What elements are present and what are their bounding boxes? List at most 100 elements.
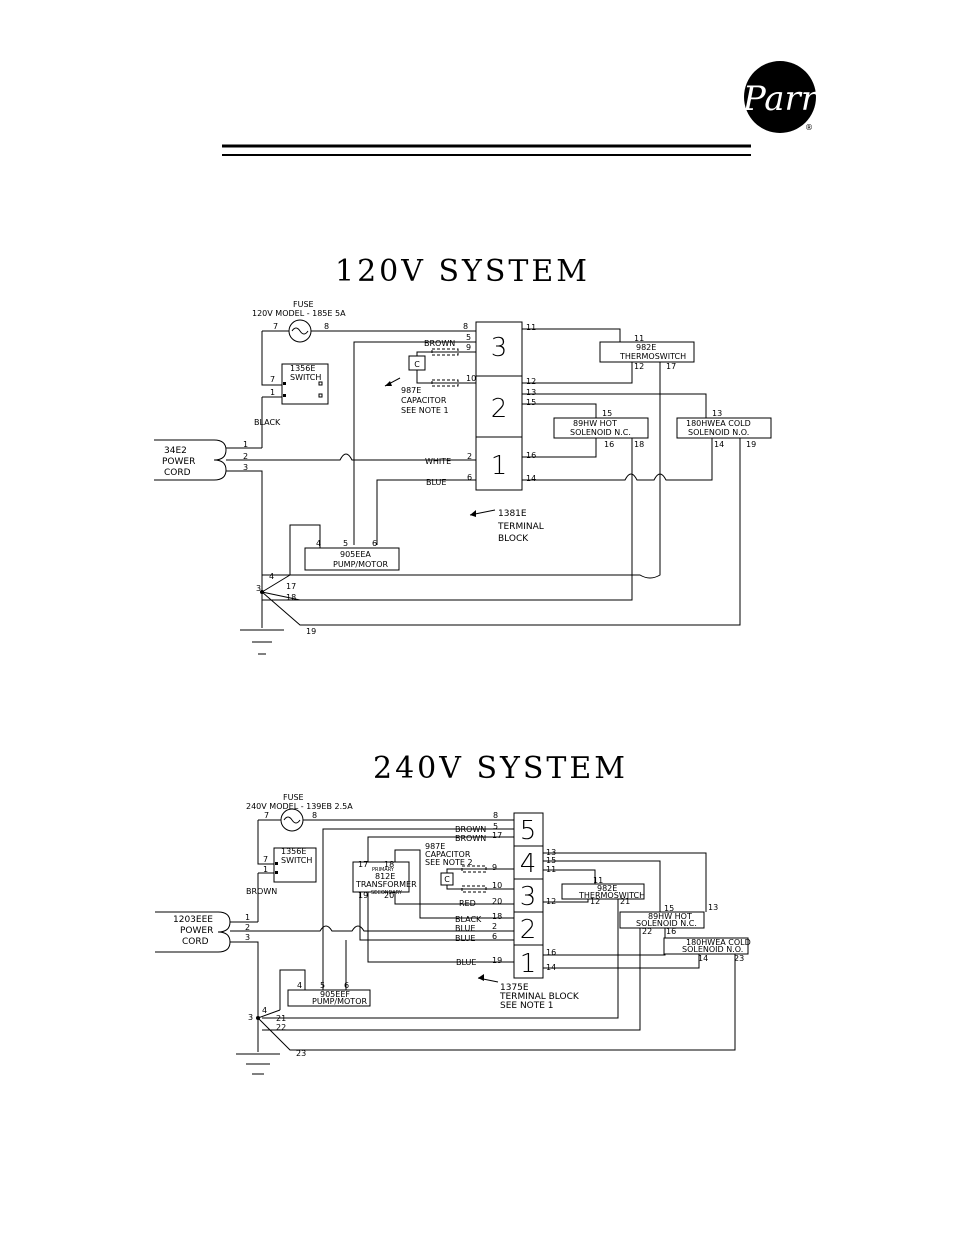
svg-text:BLUE: BLUE: [455, 924, 475, 933]
svg-text:1203EEE: 1203EEE: [173, 915, 213, 925]
svg-text:6: 6: [372, 539, 377, 548]
svg-text:4: 4: [269, 572, 274, 581]
svg-text:21: 21: [620, 897, 630, 906]
svg-text:CORD: CORD: [182, 937, 209, 947]
svg-text:16: 16: [546, 948, 556, 957]
svg-text:15: 15: [602, 409, 612, 418]
thermoswitch-120v: [599, 341, 695, 363]
pump-motor-240v: [287, 989, 371, 1007]
svg-text:15: 15: [546, 856, 556, 865]
svg-text:TERMINAL BLOCK: TERMINAL BLOCK: [499, 992, 580, 1002]
svg-text:4: 4: [316, 539, 321, 548]
svg-text:180HWEA COLD: 180HWEA COLD: [686, 419, 751, 428]
svg-text:13: 13: [712, 409, 722, 418]
svg-text:11: 11: [634, 334, 644, 343]
cold-solenoid-120v: [676, 417, 772, 439]
svg-text:5: 5: [493, 822, 498, 831]
svg-text:34E2: 34E2: [164, 446, 187, 456]
svg-text:22: 22: [642, 927, 652, 936]
svg-text:16: 16: [526, 451, 536, 460]
svg-text:POWER: POWER: [162, 457, 195, 467]
terminal-5: 5: [520, 816, 537, 846]
svg-text:SOLENOID N.C.: SOLENOID N.C.: [570, 428, 631, 437]
diagram-240v: 240V SYSTEM FUSE 240V MODEL - 139EB 2.5A…: [155, 751, 751, 1075]
svg-text:1: 1: [243, 440, 248, 449]
svg-text:BROWN: BROWN: [455, 825, 486, 834]
svg-text:THERMOSWITCH: THERMOSWITCH: [619, 352, 686, 361]
wire-white-label: WHITE: [425, 457, 451, 466]
svg-text:13: 13: [546, 848, 556, 857]
svg-text:89HW HOT: 89HW HOT: [573, 419, 617, 428]
svg-text:4: 4: [262, 1006, 267, 1015]
svg-text:SECONDARY: SECONDARY: [371, 890, 403, 896]
svg-text:15: 15: [664, 904, 674, 913]
svg-text:1: 1: [245, 913, 250, 922]
hot-solenoid-240v: [619, 911, 705, 929]
svg-text:PUMP/MOTOR: PUMP/MOTOR: [312, 997, 367, 1006]
terminal-3: 3: [491, 333, 508, 363]
svg-text:5: 5: [466, 333, 471, 342]
svg-text:19: 19: [746, 440, 756, 449]
svg-text:3: 3: [243, 463, 248, 472]
svg-text:SOLENOID N.O.: SOLENOID N.O.: [682, 945, 743, 954]
svg-text:20: 20: [492, 897, 502, 906]
parr-logo: Parr ®: [742, 61, 819, 133]
svg-text:812E: 812E: [375, 872, 395, 881]
svg-text:15: 15: [526, 398, 536, 407]
svg-text:11: 11: [546, 865, 556, 874]
terminal-4: 4: [520, 849, 537, 879]
title-120v: 120V SYSTEM: [335, 254, 590, 289]
svg-text:14: 14: [698, 954, 708, 963]
fuse-symbol-240v: [280, 808, 304, 832]
svg-text:22: 22: [276, 1023, 286, 1032]
terminal-1: 1: [520, 949, 537, 979]
svg-text:13: 13: [526, 388, 536, 397]
wire-brown-label-240v: BROWN: [246, 887, 277, 896]
svg-text:PRIMARY: PRIMARY: [372, 867, 395, 873]
svg-text:987E: 987E: [401, 386, 421, 395]
svg-text:180HWEA COLD: 180HWEA COLD: [686, 938, 751, 947]
thermoswitch-240v: [561, 883, 645, 900]
svg-text:TERMINAL: TERMINAL: [497, 522, 544, 532]
wire-black-label: BLACK: [254, 418, 281, 427]
svg-text:1: 1: [270, 388, 275, 397]
terminal-block-240v: [513, 812, 544, 979]
hot-solenoid-120v: [553, 417, 649, 439]
svg-text:11: 11: [526, 323, 536, 332]
svg-text:987E: 987E: [425, 842, 445, 851]
fuse-label: FUSE: [293, 300, 314, 309]
svg-text:240V MODEL - 139EB 2.5A: 240V MODEL - 139EB 2.5A: [246, 802, 353, 811]
svg-text:BLOCK: BLOCK: [498, 534, 529, 544]
svg-text:SEE NOTE 2: SEE NOTE 2: [425, 858, 473, 867]
terminal-2: 2: [520, 915, 537, 945]
svg-text:982E: 982E: [597, 884, 617, 893]
svg-text:11: 11: [593, 876, 603, 885]
svg-text:POWER: POWER: [180, 926, 213, 936]
svg-text:5: 5: [343, 539, 348, 548]
svg-text:19: 19: [306, 627, 316, 636]
wire-red-label-240v: RED: [459, 899, 476, 908]
svg-text:THERMOSWITCH: THERMOSWITCH: [578, 891, 645, 900]
logo-text: Parr: [742, 79, 819, 119]
svg-text:1375E: 1375E: [500, 983, 529, 993]
svg-text:TRANSFORMER: TRANSFORMER: [355, 880, 417, 889]
svg-text:SOLENOID N.O.: SOLENOID N.O.: [688, 428, 749, 437]
svg-text:CORD: CORD: [164, 468, 191, 478]
svg-text:9: 9: [492, 863, 497, 872]
svg-text:905EEA: 905EEA: [340, 550, 371, 559]
svg-text:6: 6: [344, 981, 349, 990]
wire-blue-label: BLUE: [426, 478, 446, 487]
svg-text:C: C: [414, 360, 420, 369]
svg-text:SWITCH: SWITCH: [281, 856, 312, 865]
svg-text:2: 2: [492, 922, 497, 931]
svg-text:17: 17: [358, 860, 368, 869]
svg-text:17: 17: [286, 582, 296, 591]
svg-text:10: 10: [466, 374, 476, 383]
svg-text:21: 21: [276, 1014, 286, 1023]
svg-text:2: 2: [243, 452, 248, 461]
svg-text:23: 23: [296, 1049, 306, 1058]
svg-text:8: 8: [493, 811, 498, 820]
svg-text:BLUE: BLUE: [456, 958, 476, 967]
svg-text:7: 7: [264, 811, 269, 820]
